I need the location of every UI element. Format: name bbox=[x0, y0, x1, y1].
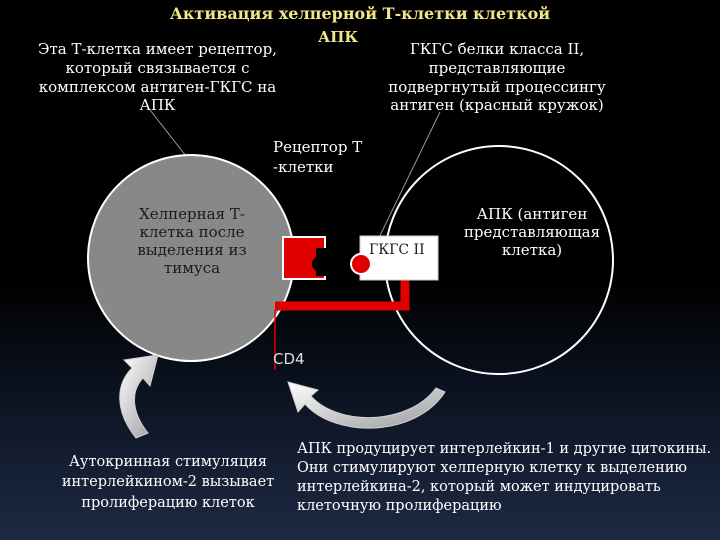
mhc-ii-label: ГКГС II bbox=[369, 242, 425, 258]
apc-produces-note: АПК продуцирует интерлейкин-1 и другие ц… bbox=[297, 441, 712, 514]
paracrine-arrow bbox=[287, 381, 446, 429]
helper-cell-label: Хелперная Т-клетка после выделения из ти… bbox=[137, 205, 247, 277]
receptor-binding-site bbox=[312, 256, 328, 272]
pointer-line-left bbox=[149, 109, 187, 157]
autocrine-arrow bbox=[119, 354, 159, 439]
receptor-label-text: Рецептор Т -клетки bbox=[273, 138, 363, 176]
mhc-ii-box bbox=[359, 235, 439, 281]
cd4-label: CD4 bbox=[273, 350, 305, 368]
cd4-connector bbox=[275, 278, 410, 311]
diagram-title: Активация хелперной Т-клетки клеткой bbox=[169, 4, 551, 23]
receptor-label: Рецептор Т -клетки bbox=[273, 138, 373, 177]
antigen-dot bbox=[350, 253, 372, 275]
apc-label: АПК (антиген представляющая клетка) bbox=[463, 205, 601, 259]
pointer-line-right bbox=[371, 111, 441, 253]
mhc-description: ГКГС белки класса II, представляющие под… bbox=[388, 40, 606, 115]
apk-title: АПК bbox=[318, 28, 359, 46]
receptor-description: Эта Т-клетка имеет рецептор, который свя… bbox=[38, 40, 277, 115]
autocrine-note: Аутокринная стимуляция интерлейкином-2 в… bbox=[61, 454, 275, 511]
